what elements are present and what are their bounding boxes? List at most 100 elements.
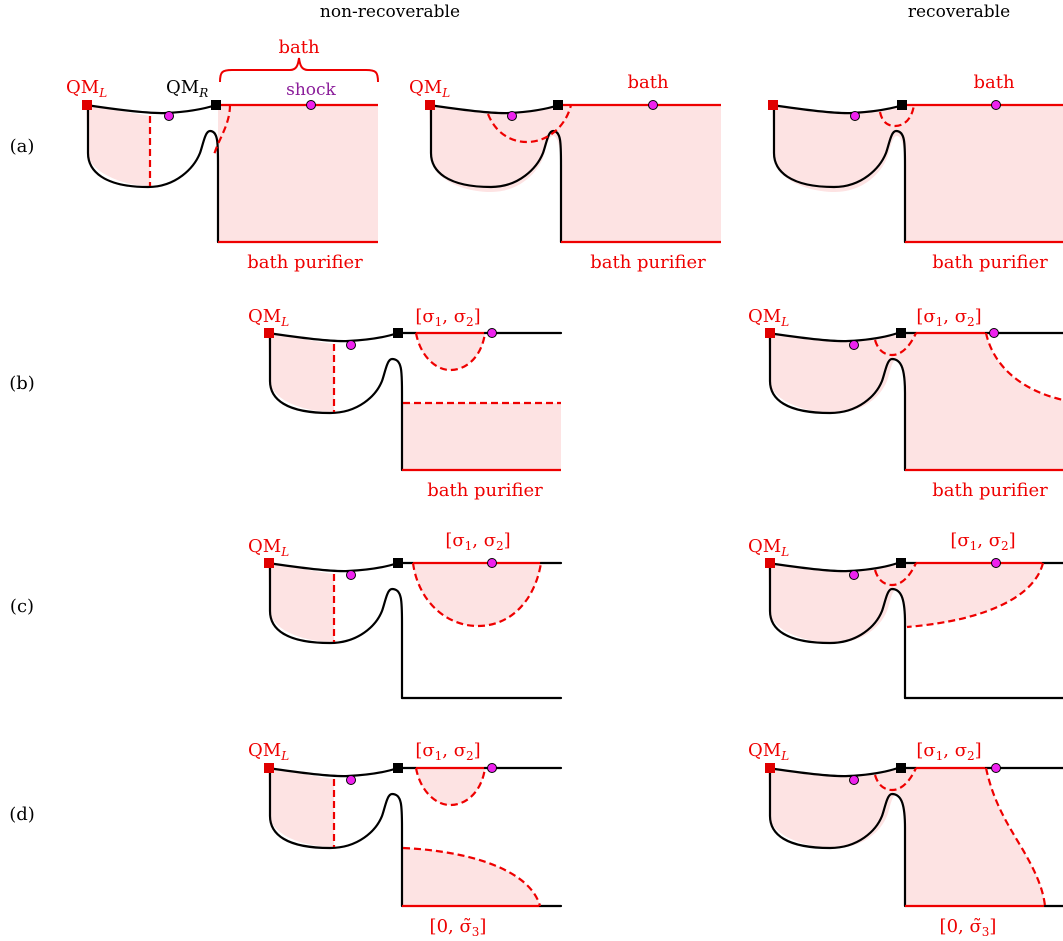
boundary-curve bbox=[266, 561, 400, 573]
shock-dot bbox=[849, 340, 859, 350]
shock-dot bbox=[648, 100, 658, 110]
bath-label: bath bbox=[973, 72, 1014, 93]
qm-l-label: QML bbox=[248, 536, 289, 559]
qm-l-label: QML bbox=[248, 306, 289, 329]
bath-brace bbox=[219, 57, 379, 83]
panel-a2: bath bath purifier QML bbox=[409, 72, 721, 273]
qm-r-marker bbox=[896, 558, 906, 568]
row-label-a: (a) bbox=[10, 136, 35, 157]
boundary-curve bbox=[266, 331, 400, 343]
entanglement-cut bbox=[873, 332, 917, 357]
bath-region bbox=[905, 105, 1063, 242]
boundary-curve bbox=[266, 766, 400, 778]
bath-region bbox=[416, 768, 485, 805]
entanglement-cut bbox=[212, 104, 232, 156]
qm-l-marker bbox=[768, 100, 778, 110]
row-label-c: (c) bbox=[10, 596, 34, 617]
shock-dot bbox=[487, 763, 497, 773]
shock-dot bbox=[849, 570, 859, 580]
panel-a3: bath bath purifier bbox=[768, 72, 1063, 273]
qm-l-label: QML bbox=[66, 77, 107, 100]
entanglement-cut bbox=[402, 846, 542, 907]
qm-r-marker bbox=[393, 763, 403, 773]
interval-label: [σ1, σ2] bbox=[415, 306, 480, 329]
column-title-nonrecoverable: non-recoverable bbox=[320, 2, 460, 22]
shaded-region bbox=[768, 333, 1063, 470]
entanglement-cut bbox=[984, 332, 1063, 402]
shock-dot bbox=[306, 100, 316, 110]
entanglement-cut bbox=[878, 104, 916, 128]
shaded-region bbox=[429, 105, 561, 192]
qm-l-label: QML bbox=[248, 740, 289, 763]
entanglement-cut bbox=[906, 562, 1045, 629]
column-title-recoverable: recoverable bbox=[908, 2, 1010, 22]
shaded-region bbox=[86, 105, 150, 186]
bath-region bbox=[413, 563, 541, 626]
shock-dot bbox=[164, 111, 174, 121]
shock-dot bbox=[487, 328, 497, 338]
bath-region bbox=[416, 333, 485, 370]
panel-a1: bath shock bath purifier QML QMR bbox=[66, 37, 379, 273]
qm-l-marker bbox=[264, 558, 274, 568]
boundary-curve bbox=[768, 561, 907, 700]
interval-label: [σ1, σ2] bbox=[916, 740, 981, 763]
bath-purifier-label: bath purifier bbox=[590, 252, 706, 273]
qm-r-marker bbox=[896, 763, 906, 773]
purifier-region bbox=[403, 403, 561, 470]
panel-d1: [σ1, σ2] [0, σ̃3] QML bbox=[248, 740, 563, 939]
panel-b2: [σ1, σ2] bath purifier QML bbox=[748, 306, 1063, 501]
qm-l-marker bbox=[82, 100, 92, 110]
shock-dot bbox=[991, 763, 1001, 773]
boundary-curve bbox=[268, 331, 404, 472]
entanglement-cut bbox=[984, 767, 1047, 907]
qm-l-label: QML bbox=[748, 740, 789, 763]
shock-dot bbox=[487, 558, 497, 568]
panel-c2: [σ1, σ2] QML bbox=[748, 530, 1063, 700]
shock-dot bbox=[991, 558, 1001, 568]
boundary-curve bbox=[268, 561, 404, 700]
bath-label: bath bbox=[627, 72, 668, 93]
row-label-d: (d) bbox=[9, 804, 35, 825]
shock-dot bbox=[991, 100, 1001, 110]
qm-l-marker bbox=[765, 558, 775, 568]
panel-c1: [σ1, σ2] QML bbox=[248, 530, 563, 700]
shock-dot bbox=[346, 570, 356, 580]
boundary-curve bbox=[766, 561, 900, 573]
interval-label: [σ1, σ2] bbox=[950, 530, 1015, 553]
bath-region bbox=[218, 105, 378, 242]
bath-region bbox=[561, 105, 721, 242]
shaded-region bbox=[268, 768, 334, 847]
qm-l-label: QML bbox=[748, 306, 789, 329]
shock-dot bbox=[849, 775, 859, 785]
shock-dot bbox=[346, 340, 356, 350]
qm-r-marker bbox=[211, 100, 221, 110]
shock-dot bbox=[346, 775, 356, 785]
purifier-interval-label: [0, σ̃3] bbox=[940, 916, 997, 939]
bath-purifier-label: bath purifier bbox=[932, 252, 1048, 273]
interval-label: [σ1, σ2] bbox=[445, 530, 510, 553]
bath-purifier-label: bath purifier bbox=[247, 252, 363, 273]
entanglement-cut bbox=[873, 562, 917, 587]
entanglement-cut bbox=[414, 332, 487, 372]
entanglement-cut bbox=[486, 104, 573, 144]
qm-r-marker bbox=[393, 558, 403, 568]
qm-l-marker bbox=[765, 763, 775, 773]
boundary-curve bbox=[768, 331, 907, 472]
boundary-curve bbox=[772, 103, 907, 244]
qm-r-marker bbox=[897, 100, 907, 110]
qm-r-label: QMR bbox=[166, 77, 208, 100]
shaded-region bbox=[768, 768, 1045, 906]
bath-label: bath bbox=[278, 37, 319, 58]
shaded-region bbox=[268, 563, 334, 642]
interval-label: [σ1, σ2] bbox=[415, 740, 480, 763]
bath-purifier-label: bath purifier bbox=[932, 480, 1048, 501]
shock-dot bbox=[507, 111, 517, 121]
qm-l-label: QML bbox=[748, 536, 789, 559]
qm-l-marker bbox=[765, 328, 775, 338]
panel-d2: [σ1, σ2] [0, σ̃3] QML bbox=[748, 740, 1063, 939]
shaded-region bbox=[772, 105, 905, 192]
interval-label: [σ1, σ2] bbox=[916, 306, 981, 329]
qm-l-label: QML bbox=[409, 77, 450, 100]
shock-dot bbox=[989, 328, 999, 338]
